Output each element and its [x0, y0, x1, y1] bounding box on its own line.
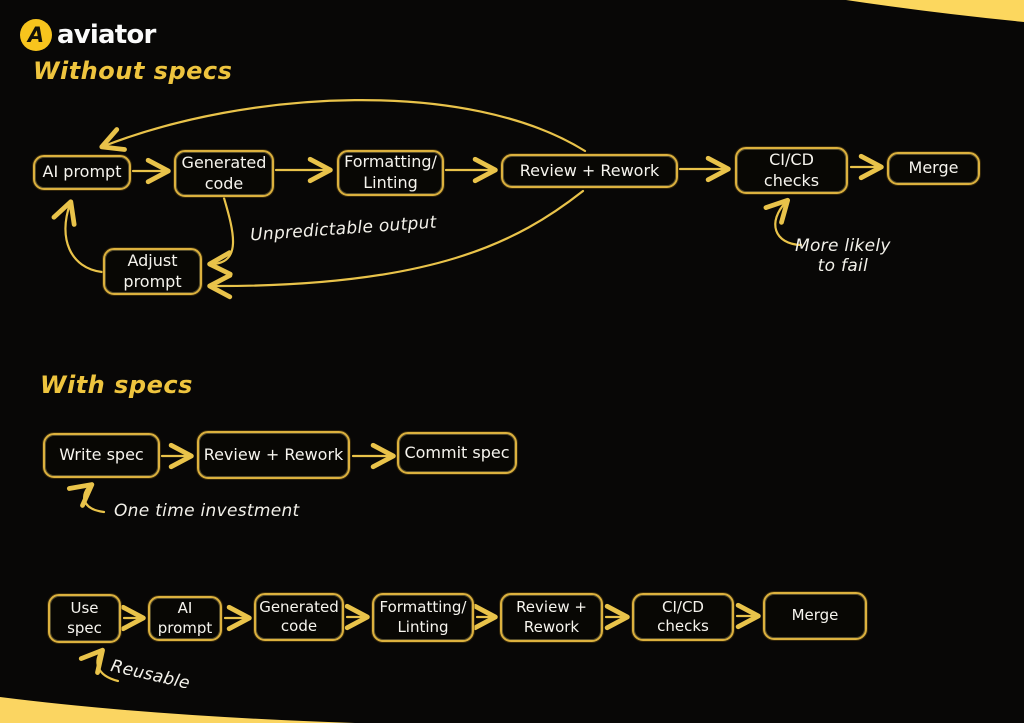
node-label: Commit spec	[404, 442, 510, 462]
node-label: Generated code	[181, 152, 267, 193]
node-label: Generated code	[259, 597, 339, 636]
node-label: CI/CD checks	[657, 597, 709, 636]
corner-wedge-bottom-left	[0, 697, 355, 723]
node-label: Review + Rework	[203, 444, 344, 464]
curve-review-to-adjust	[207, 189, 585, 300]
node-label: Merge	[791, 606, 839, 625]
node-label: Use spec	[67, 599, 102, 637]
node-generated-code: Generated code	[174, 150, 274, 197]
arrow-onetime-to-writespec	[66, 482, 106, 514]
node-label: AI prompt	[157, 599, 213, 637]
node-label: Merge	[908, 158, 959, 178]
arrow-reusable-to-usespec	[78, 647, 120, 683]
curve-review-to-aiprompt	[99, 99, 587, 153]
node-label: Formatting/ Linting	[344, 152, 437, 192]
curve-generated-to-adjust	[207, 196, 235, 277]
node-review-rework-2: Review + Rework	[500, 593, 603, 642]
corner-wedge-top-right	[846, 0, 1024, 22]
node-ai-prompt: AI prompt	[33, 155, 131, 190]
arrow-morelikely-to-cicd	[763, 197, 803, 247]
node-merge-2: Merge	[763, 592, 867, 640]
logo-letter: A	[27, 22, 45, 47]
node-label: Review + Rework	[519, 160, 660, 180]
node-merge: Merge	[887, 152, 980, 185]
node-formatting-linting-2: Formatting/ Linting	[372, 593, 474, 642]
node-label: Review + Rework	[516, 598, 587, 636]
node-cicd-checks: CI/CD checks	[735, 147, 848, 194]
annotation-more-likely-to-fail: More likely to fail	[795, 236, 891, 276]
node-cicd-checks-2: CI/CD checks	[632, 593, 734, 641]
node-label: CI/CD checks	[763, 149, 820, 190]
node-label: Adjust prompt	[123, 250, 182, 291]
annotation-one-time-investment: One time investment	[114, 501, 300, 521]
node-use-spec: Use spec	[48, 594, 121, 643]
node-ai-prompt-2: AI prompt	[148, 596, 222, 641]
node-commit-spec: Commit spec	[397, 432, 517, 474]
node-review-rework-spec: Review + Rework	[197, 431, 350, 479]
heading-without-specs: Without specs	[33, 57, 233, 85]
node-adjust-prompt: Adjust prompt	[103, 248, 202, 295]
aviator-logo-icon: A	[20, 19, 52, 51]
node-formatting-linting: Formatting/ Linting	[337, 150, 444, 196]
node-label: Write spec	[59, 445, 144, 465]
node-write-spec: Write spec	[43, 433, 160, 478]
heading-with-specs: With specs	[40, 371, 193, 399]
brand-logo: A aviator	[20, 19, 156, 51]
node-review-rework: Review + Rework	[501, 154, 678, 188]
node-label: AI prompt	[42, 162, 122, 182]
curve-adjust-to-aiprompt	[51, 199, 104, 274]
brand-wordmark: aviator	[57, 20, 156, 50]
node-label: Formatting/ Linting	[379, 598, 467, 636]
node-generated-code-2: Generated code	[254, 593, 344, 641]
